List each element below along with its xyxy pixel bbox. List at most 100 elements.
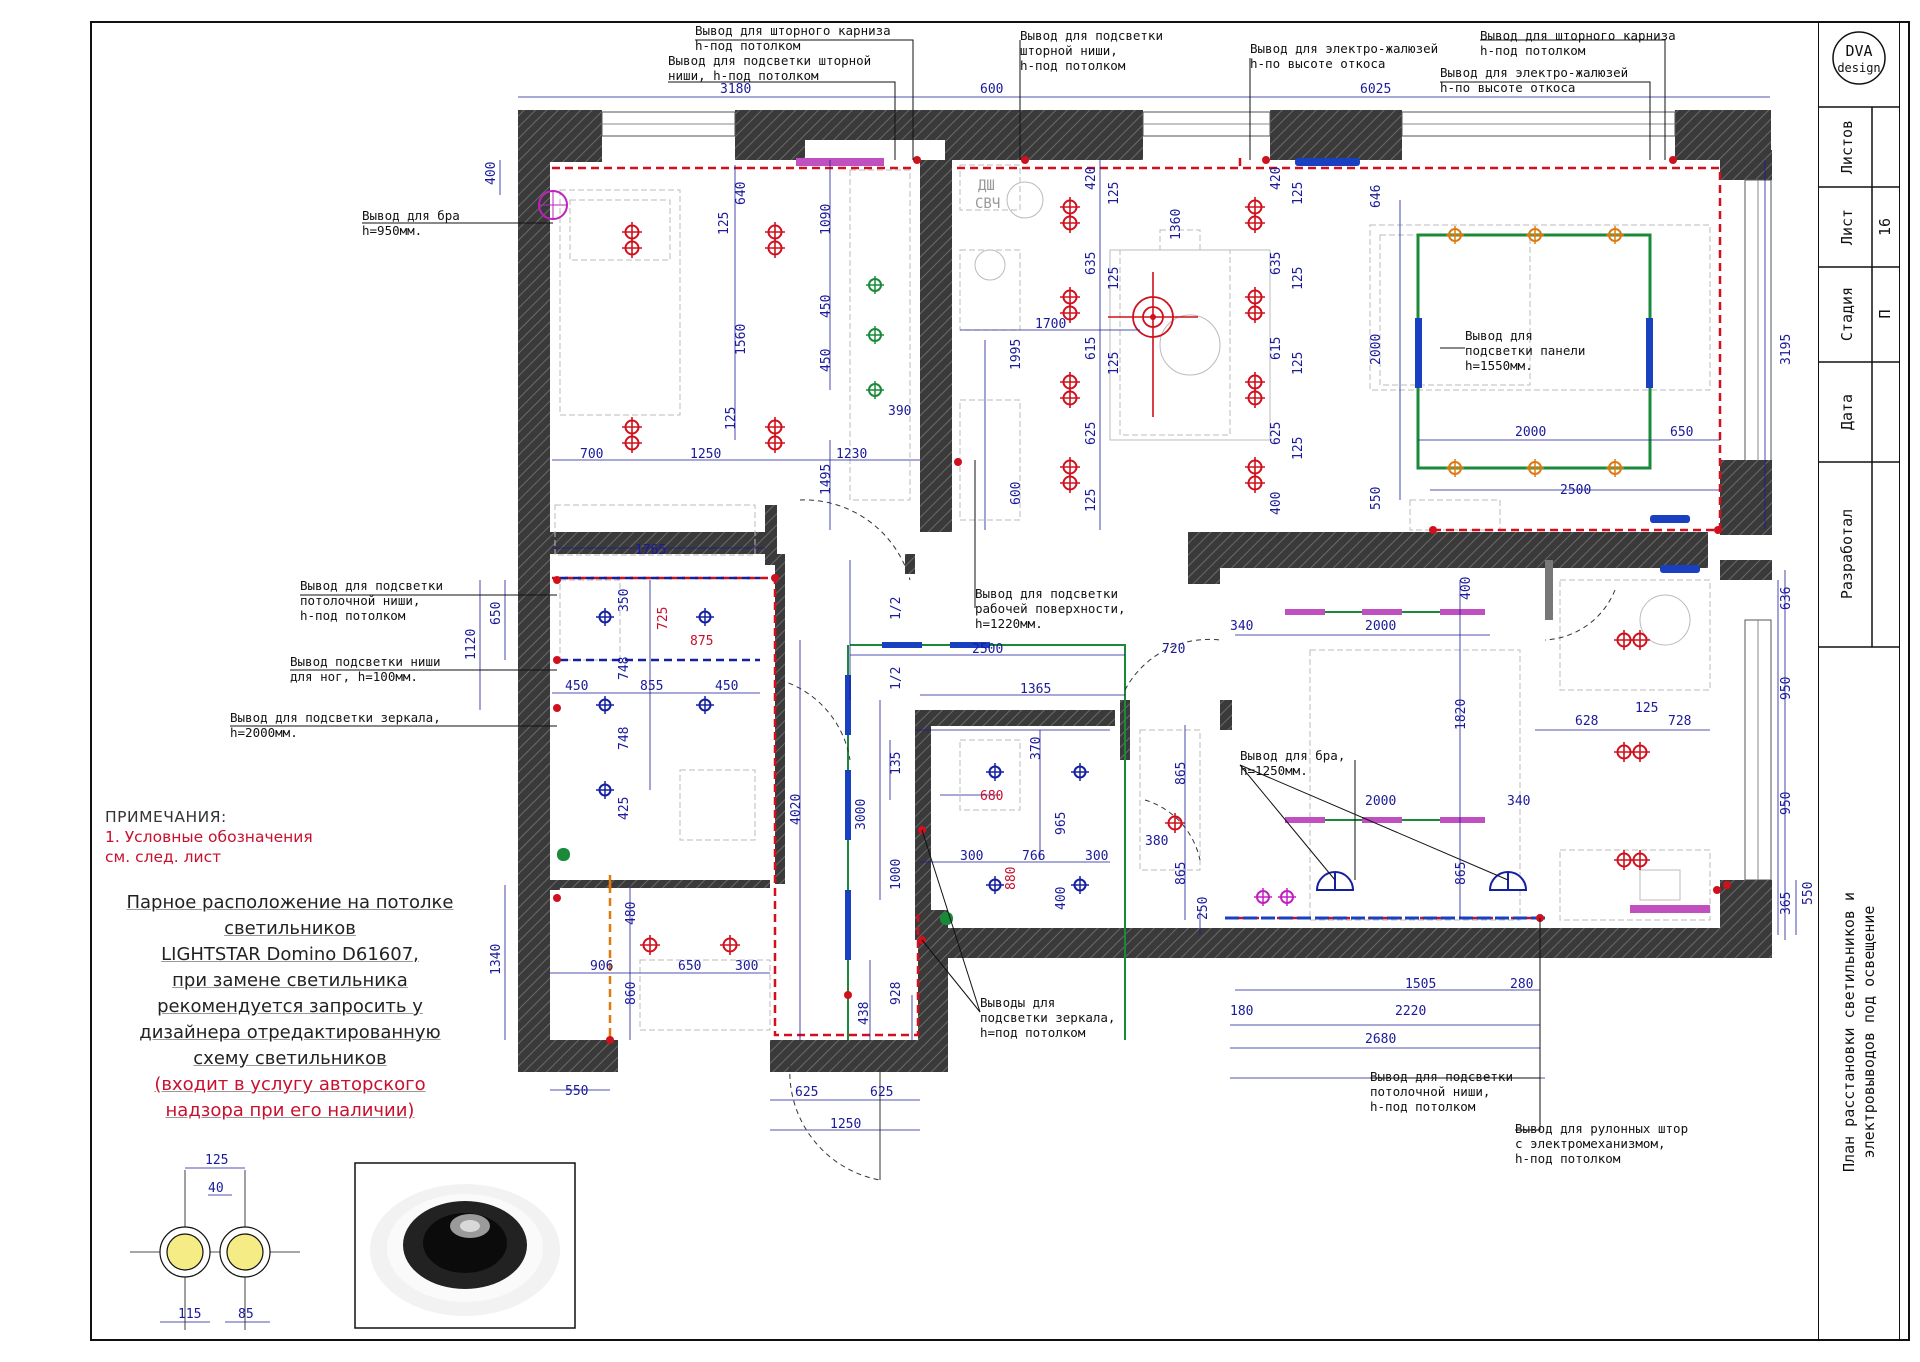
callout-foot-niche-b: для ног, h=100мм. [290, 669, 418, 684]
svg-text:600: 600 [1009, 482, 1024, 505]
svg-text:438: 438 [857, 1002, 872, 1025]
svg-text:125: 125 [724, 407, 739, 430]
callout-blinds-2b: h-по высоте откоса [1440, 80, 1575, 95]
dimension-lines [479, 96, 1797, 1131]
svg-text:748: 748 [617, 727, 632, 750]
callout-sconce-2b: h=1250мм. [1240, 763, 1308, 778]
svg-text:1365: 1365 [1020, 682, 1051, 697]
svg-text:420: 420 [1084, 167, 1099, 190]
svg-text:950: 950 [1779, 792, 1794, 815]
field-sheet-value: 16 [1876, 218, 1894, 236]
svg-text:450: 450 [715, 679, 738, 694]
svg-text:450: 450 [819, 295, 834, 318]
svg-text:2500: 2500 [1560, 483, 1591, 498]
svg-text:628: 628 [1575, 714, 1598, 729]
svg-text:728: 728 [1668, 714, 1691, 729]
svg-text:2000: 2000 [1369, 334, 1384, 365]
svg-text:125: 125 [1291, 352, 1306, 375]
svg-text:1120: 1120 [464, 629, 479, 660]
svg-text:400: 400 [1459, 577, 1474, 600]
svg-text:340: 340 [1230, 619, 1253, 634]
svg-text:625: 625 [870, 1085, 893, 1100]
furniture [554, 164, 1711, 1031]
svg-text:1495: 1495 [819, 464, 834, 495]
svg-text:928: 928 [889, 982, 904, 1005]
svg-text:615: 615 [1269, 337, 1284, 360]
callout-curtain-2b: h-под потолком [1480, 43, 1586, 58]
svg-text:3195: 3195 [1779, 334, 1794, 365]
dishwasher-label: ДШ [978, 178, 995, 194]
pair-line: Парное расположение на потолке [126, 892, 454, 913]
svg-text:1000: 1000 [889, 859, 904, 890]
svg-text:85: 85 [238, 1307, 254, 1322]
callout-ceiling-niche-2b: потолочной ниши, [1370, 1084, 1490, 1099]
svg-text:125: 125 [205, 1153, 228, 1168]
svg-text:3000: 3000 [854, 799, 869, 830]
callout-panel-b: подсветки панели [1465, 343, 1585, 358]
svg-text:1560: 1560 [734, 324, 749, 355]
pair-line: схему светильников [193, 1048, 387, 1069]
dimension-texts: 3180 600 6025 400 640 1090 125 1560 450 … [464, 82, 1816, 1132]
callout-ceiling-niche-2c: h-под потолком [1370, 1099, 1476, 1114]
svg-text:450: 450 [565, 679, 588, 694]
svg-text:865: 865 [1454, 862, 1469, 885]
svg-text:625: 625 [1084, 422, 1099, 445]
svg-text:125: 125 [1084, 489, 1099, 512]
svg-text:950: 950 [1779, 677, 1794, 700]
callout-niche-light-c: h-под потолком [1020, 58, 1126, 73]
svg-text:125: 125 [1107, 352, 1122, 375]
callout-niche-light: Вывод для подсветки [1020, 28, 1163, 43]
callout-mirror-2: Выводы для [980, 995, 1055, 1010]
callout-foot-niche: Вывод подсветки ниши [290, 654, 441, 669]
svg-text:340: 340 [1507, 794, 1530, 809]
svg-text:450: 450 [819, 349, 834, 372]
svg-text:2000: 2000 [1365, 619, 1396, 634]
callout-mirror: Вывод для подсветки зеркала, [230, 710, 441, 725]
microwave-label: СВЧ [975, 196, 1000, 212]
notes-heading: ПРИМЕЧАНИЯ: [105, 808, 227, 826]
ceiling-contours [552, 158, 1722, 1037]
svg-text:1995: 1995 [1009, 339, 1024, 370]
svg-text:880: 880 [1004, 867, 1019, 890]
svg-text:3180: 3180 [720, 82, 751, 97]
niche-contours [560, 576, 760, 662]
svg-text:650: 650 [678, 959, 701, 974]
svg-text:425: 425 [617, 797, 632, 820]
svg-text:480: 480 [624, 902, 639, 925]
svg-text:1700: 1700 [1035, 317, 1066, 332]
callout-blinds-2: Вывод для электро-жалюзей [1440, 65, 1628, 80]
callout-sconce-2: Вывод для бра, [1240, 748, 1345, 763]
callout-ceiling-niche: Вывод для подсветки [300, 578, 443, 593]
pair-red-line: надзора при его наличии) [165, 1100, 415, 1121]
svg-text:1/2: 1/2 [889, 597, 904, 620]
callout-blinds-1b: h-по высоте откоса [1250, 56, 1385, 71]
svg-text:400: 400 [1054, 887, 1069, 910]
svg-text:250: 250 [1196, 897, 1211, 920]
svg-text:390: 390 [888, 404, 911, 419]
svg-text:1820: 1820 [1454, 699, 1469, 730]
svg-text:860: 860 [624, 982, 639, 1005]
sheet-frame [90, 21, 1910, 1341]
svg-text:300: 300 [735, 959, 758, 974]
svg-text:1/2: 1/2 [889, 667, 904, 690]
callout-blinds-1: Вывод для электро-жалюзей [1250, 41, 1438, 56]
callout-worktop-b: рабочей поверхности, [975, 601, 1126, 616]
logo-icon [1832, 31, 1886, 85]
svg-text:1765: 1765 [635, 543, 666, 558]
field-stage-value: П [1876, 309, 1894, 318]
svg-text:4020: 4020 [789, 794, 804, 825]
pair-line: LIGHTSTAR Domino D61607, [161, 944, 419, 965]
callout-curtain-niche-b: ниши, h-под потолком [668, 68, 819, 83]
svg-text:420: 420 [1269, 167, 1284, 190]
svg-text:680: 680 [980, 789, 1003, 804]
svg-text:180: 180 [1230, 1004, 1253, 1019]
svg-text:1250: 1250 [830, 1117, 861, 1132]
callout-worktop: Вывод для подсветки [975, 586, 1118, 601]
pair-placement-note: Парное расположение на потолке светильни… [105, 890, 475, 1124]
sheet-title-line-1: План расстановки светильников и [1840, 892, 1858, 1172]
svg-text:865: 865 [1174, 762, 1189, 785]
svg-text:700: 700 [580, 447, 603, 462]
callout-roller-blinds-c: h-под потолком [1515, 1151, 1621, 1166]
svg-text:1505: 1505 [1405, 977, 1436, 992]
